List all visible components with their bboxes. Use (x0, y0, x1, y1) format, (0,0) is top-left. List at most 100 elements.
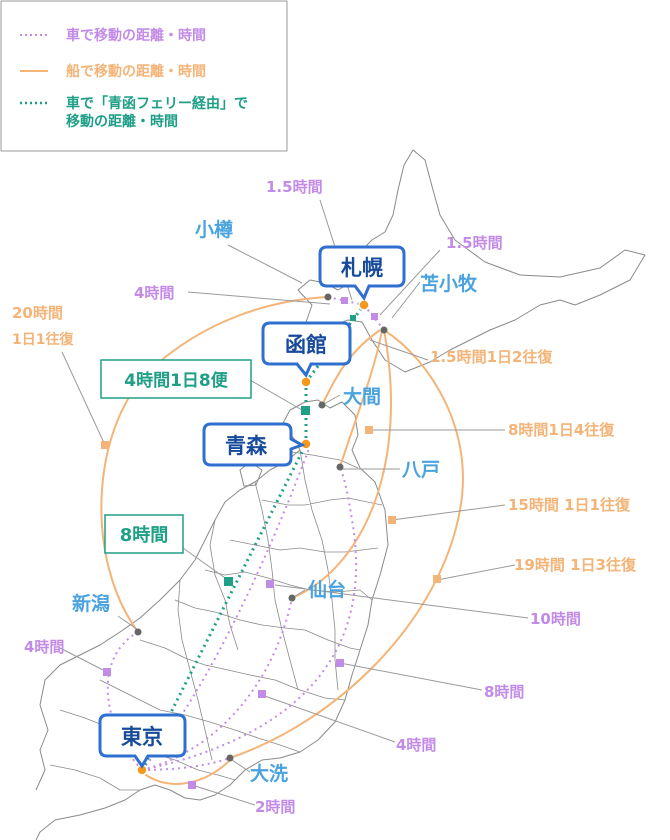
time-label: 4時間 (134, 284, 174, 302)
city-dots (136, 299, 370, 776)
legend-frame (0, 0, 288, 152)
car-marker (103, 668, 111, 676)
ferry-box-frame (104, 514, 184, 554)
leader-box1 (249, 379, 303, 411)
leader-t6 (369, 339, 429, 361)
time-label: 4時間 (396, 736, 436, 754)
legend-car-text: 車で移動の距離・時間 (66, 27, 206, 44)
ferry-markers (224, 315, 356, 586)
city-dot-sapporo (358, 299, 370, 311)
port-label-oma: 大間 (343, 385, 381, 408)
car-route-tokyo-aomori (141, 445, 311, 771)
leader-t9 (436, 564, 516, 581)
car-marker (336, 659, 344, 667)
time-label: 15時間 1日1往復 (508, 496, 631, 514)
ferry-marker (301, 406, 310, 415)
car-route-tokyo-hachinohe (141, 466, 358, 771)
leader-oarai (231, 759, 251, 773)
leader-t10 (274, 584, 529, 619)
callout-bubble (318, 245, 406, 301)
ship-route-oarai-tomakomai (229, 329, 464, 759)
ship-route-oma-hakodate (321, 329, 381, 406)
leader-box2 (182, 547, 229, 581)
port-label-sendai: 仙台 (308, 578, 346, 601)
ship-markers (101, 426, 441, 583)
callout-label: 札幌 (340, 256, 383, 280)
callout-aomori: 青森 (202, 422, 306, 467)
port-dot-tomakomai (380, 326, 388, 334)
callout-bubble (98, 713, 187, 769)
port-label-otaru: 小樽 (195, 218, 233, 241)
car-marker (188, 781, 196, 789)
time-labels: 1.5時間 1.5時間 4時間 20時間 1日1往復 1.5時間1日2往復 8時… (12, 178, 637, 816)
callout-bubble (261, 321, 352, 378)
port-dot-otaru (324, 293, 332, 301)
time-label: 1.5時間 (446, 234, 503, 252)
legend-ship-text: 船で移動の距離・時間 (66, 63, 206, 80)
legend-ferry-text-1: 車で「青函フェリー経由」で (66, 95, 248, 112)
car-marker (341, 297, 348, 304)
time-label: 19時間 1日3往復 (514, 556, 637, 574)
leader-tomakomai (391, 281, 421, 319)
ship-marker (365, 426, 373, 434)
time-label: 8時間 (484, 683, 524, 701)
callout-label: 函館 (285, 333, 327, 357)
legend: 車で移動の距離・時間 船で移動の距離・時間 車で「青函フェリー経由」で 移動の距… (0, 0, 288, 152)
leader-t4 (61, 351, 106, 446)
port-dot-hachinohe (336, 463, 344, 471)
time-label: 4時間 (24, 638, 64, 656)
city-callouts: 札幌 函館 青森 東京 (98, 245, 406, 769)
port-label-tomakomai: 苫小牧 (420, 272, 478, 295)
car-markers (103, 297, 378, 789)
ship-marker (388, 516, 396, 524)
leader-t12 (261, 694, 396, 743)
car-marker (266, 580, 274, 588)
leader-t13 (59, 647, 108, 673)
ship-route-tokyo-oarai (139, 759, 231, 785)
port-dot-oarai (226, 754, 234, 762)
callout-hakodate: 函館 (261, 321, 352, 378)
port-label-oarai: 大洗 (250, 762, 288, 785)
car-route-tokyo-oarai (141, 757, 231, 771)
time-label: 10時間 (530, 610, 581, 628)
port-label-niigata: 新潟 (72, 592, 110, 615)
port-labels: 小樽 苫小牧 大間 八戸 仙台 新潟 大洗 (72, 218, 478, 785)
time-label: 1.5時間 (266, 178, 323, 196)
time-label: 8時間1日4往復 (508, 421, 615, 439)
time-label: 1.5時間1日2往復 (430, 348, 553, 366)
ship-route-sendai-tomakomai (291, 329, 392, 599)
legend-ferry-text-2: 移動の距離・時間 (66, 113, 178, 130)
ferry-marker (350, 315, 356, 321)
leader-t2 (379, 249, 441, 316)
leader-t11 (339, 662, 483, 691)
port-label-hachinohe: 八戸 (402, 459, 440, 481)
time-label: 20時間 (12, 304, 63, 322)
ferry-box-frame (100, 359, 252, 399)
leader-t8 (391, 504, 506, 521)
leader-otaru (227, 244, 303, 284)
callout-label: 東京 (121, 725, 163, 749)
ferry-box-text: 8時間 (120, 525, 169, 546)
leader-niigata (117, 615, 139, 631)
port-dot-sendai (288, 594, 296, 602)
ship-marker (433, 575, 441, 583)
port-dot-oma (318, 401, 326, 409)
ferry-boxes: 4時間1日8便 8時間 (100, 359, 252, 554)
port-dot-niigata (134, 628, 142, 636)
city-dot-hakodate (300, 376, 312, 388)
ship-marker (101, 441, 109, 449)
callout-sapporo: 札幌 (318, 245, 406, 301)
car-marker (371, 313, 378, 320)
ship-route-hachinohe-tomakomai (339, 329, 383, 468)
car-marker (258, 690, 266, 698)
leader-t3 (187, 291, 331, 305)
callout-tokyo: 東京 (98, 713, 187, 769)
leader-t14 (191, 784, 256, 806)
callout-bubble (202, 422, 306, 467)
callout-label: 青森 (225, 434, 268, 458)
time-label: 2時間 (255, 798, 295, 816)
port-dots (134, 293, 388, 762)
ferry-box-text: 4時間1日8便 (124, 370, 228, 391)
